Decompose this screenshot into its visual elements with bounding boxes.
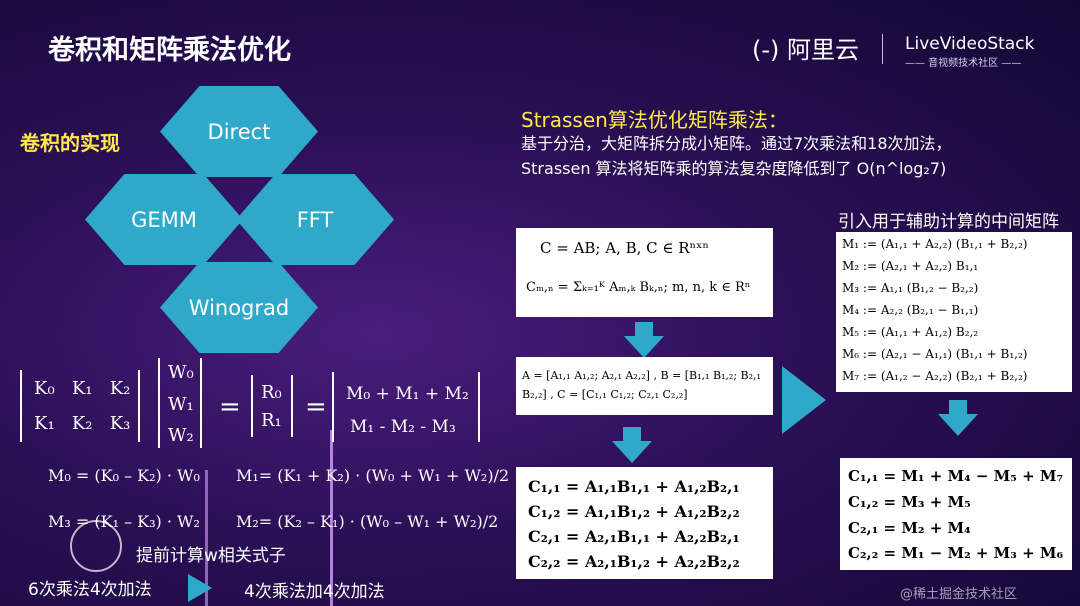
- result-eq: C₂,₁ = M₂ + M₄: [848, 519, 971, 537]
- block-product-box: C₁,₁ = A₁,₁B₁,₁ + A₁,₂B₂,₁ C₁,₂ = A₁,₁B₁…: [516, 467, 773, 579]
- m-vector: [332, 372, 480, 442]
- formula-m3: M₃ = (K₁ – K₃) · W₂: [48, 512, 200, 531]
- watermark: @稀土掘金技术社区: [900, 587, 1018, 602]
- k-cell: K₀: [34, 378, 55, 399]
- after-label: 4次乘法加4次加法: [244, 582, 385, 602]
- livevideostack-logo: LiveVideoStack: [905, 34, 1035, 54]
- strassen-title: Strassen算法优化矩阵乘法：: [521, 108, 788, 132]
- k-matrix: [20, 370, 140, 442]
- big-right-arrow: [782, 366, 826, 434]
- w-vector: [158, 358, 202, 448]
- m-cell: M₀ + M₁ + M₂: [346, 384, 469, 404]
- logo-divider: [882, 34, 883, 64]
- aux-eq: M₇ := (A₁,₂ − A₂,₂) (B₂,₁ + B₂,₂): [842, 369, 1028, 383]
- k-cell: K₂: [71, 413, 93, 434]
- k-cell: K₃: [109, 413, 131, 434]
- hex-gemm: GEMM: [85, 174, 243, 265]
- strassen-desc-2: Strassen 算法将矩阵乘的算法复杂度降低到了 O(n^log₂7): [521, 159, 947, 178]
- neon-line-vertical-2: [205, 470, 208, 606]
- block-eq: C₂,₂ = A₂,₁B₁,₂ + A₂,₂B₂,₂: [528, 552, 740, 571]
- r-cell: R₁: [261, 410, 282, 431]
- result-eq: C₁,₁ = M₁ + M₄ − M₅ + M₇: [848, 467, 1064, 485]
- hex-direct: Direct: [160, 86, 318, 177]
- formula-m1: M₁= (K₁ + K₂) · (W₀ + W₁ + W₂)/2: [236, 466, 510, 485]
- w-cell: W₁: [168, 394, 194, 415]
- slide-title: 卷积和矩阵乘法优化: [48, 35, 291, 66]
- equals-sign-2: =: [305, 392, 327, 422]
- result-eq: C₂,₂ = M₁ − M₂ + M₃ + M₆: [848, 544, 1064, 562]
- equals-sign: =: [219, 392, 241, 422]
- precompute-note: 提前计算w相关式子: [136, 546, 286, 566]
- hex-winograd: Winograd: [160, 262, 318, 353]
- convolution-label: 卷积的实现: [20, 131, 120, 155]
- block-eq: C₁,₂ = A₁,₁B₁,₂ + A₁,₂B₂,₂: [528, 502, 740, 521]
- w-cell: W₀: [168, 362, 194, 383]
- down-arrow: [624, 322, 664, 358]
- definition-box: C = AB; A, B, C ∈ Rⁿˣⁿ Cₘ,ₙ = Σₖ₌₁ᴷ Aₘ,ₖ…: [516, 228, 773, 317]
- circle-decoration: [70, 520, 122, 572]
- aux-eq: M₃ := A₁,₁ (B₁,₂ − B₂,₂): [842, 281, 979, 295]
- aux-eq: M₁ := (A₁,₁ + A₂,₂) (B₁,₁ + B₂,₂): [842, 237, 1028, 251]
- block-eq: C₁,₁ = A₁,₁B₁,₁ + A₁,₂B₂,₁: [528, 477, 740, 496]
- aux-eq: M₆ := (A₂,₁ − A₁,₁) (B₁,₁ + B₁,₂): [842, 347, 1028, 361]
- r-cell: R₀: [261, 382, 282, 403]
- aux-eq: M₄ := A₂,₂ (B₂,₁ − B₁,₁): [842, 303, 979, 317]
- partition-box: A = [A₁,₁ A₁,₂; A₂,₁ A₂,₂] , B = [B₁,₁ B…: [516, 357, 773, 415]
- aux-title: 引入用于辅助计算的中间矩阵: [838, 212, 1059, 232]
- down-arrow-3: [938, 400, 978, 436]
- aliyun-logo: (-) 阿里云: [752, 36, 860, 64]
- hex-fft: FFT: [236, 174, 394, 265]
- definition-line: Cₘ,ₙ = Σₖ₌₁ᴷ Aₘ,ₖ Bₖ,ₙ; m, n, k ∈ Rⁿ: [526, 280, 751, 295]
- k-cell: K₂: [109, 378, 131, 399]
- result-eq: C₁,₂ = M₃ + M₅: [848, 493, 971, 511]
- aux-eq: M₅ := (A₁,₁ + A₁,₂) B₂,₂: [842, 325, 979, 339]
- aux-matrices-box: M₁ := (A₁,₁ + A₂,₂) (B₁,₁ + B₂,₂) M₂ := …: [836, 232, 1072, 392]
- strassen-desc-1: 基于分治，大矩阵拆分成小矩阵。通过7次乘法和18次加法，: [521, 134, 952, 153]
- k-cell: K₁: [71, 378, 93, 399]
- neon-line-vertical: [330, 430, 333, 606]
- k-cell: K₁: [34, 413, 55, 434]
- k-row-1: K₀ K₁ K₂: [34, 378, 130, 399]
- aux-eq: M₂ := (A₂,₁ + A₂,₂) B₁,₁: [842, 259, 979, 273]
- result-box: C₁,₁ = M₁ + M₄ − M₅ + M₇ C₁,₂ = M₃ + M₅ …: [840, 458, 1072, 570]
- formula-m0: M₀ = (K₀ – K₂) · W₀: [48, 466, 200, 485]
- block-eq: C₂,₁ = A₂,₁B₁,₁ + A₂,₂B₂,₁: [528, 527, 740, 546]
- formula-m2: M₂= (K₂ – K₁) · (W₀ – W₁ + W₂)/2: [236, 512, 499, 531]
- before-label: 6次乘法4次加法: [28, 580, 152, 600]
- livevideostack-subtitle: —— 音视频技术社区 ——: [905, 58, 1022, 69]
- k-row-2: K₁ K₂ K₃: [34, 413, 130, 434]
- m-cell: M₁ - M₂ - M₃: [350, 417, 456, 437]
- w-cell: W₂: [168, 425, 194, 446]
- r-vector: [251, 375, 293, 437]
- right-arrow: [188, 574, 212, 602]
- partition-line: A = [A₁,₁ A₁,₂; A₂,₁ A₂,₂] , B = [B₁,₁ B…: [522, 369, 761, 401]
- definition-line: C = AB; A, B, C ∈ Rⁿˣⁿ: [540, 239, 709, 257]
- down-arrow-2: [612, 427, 652, 463]
